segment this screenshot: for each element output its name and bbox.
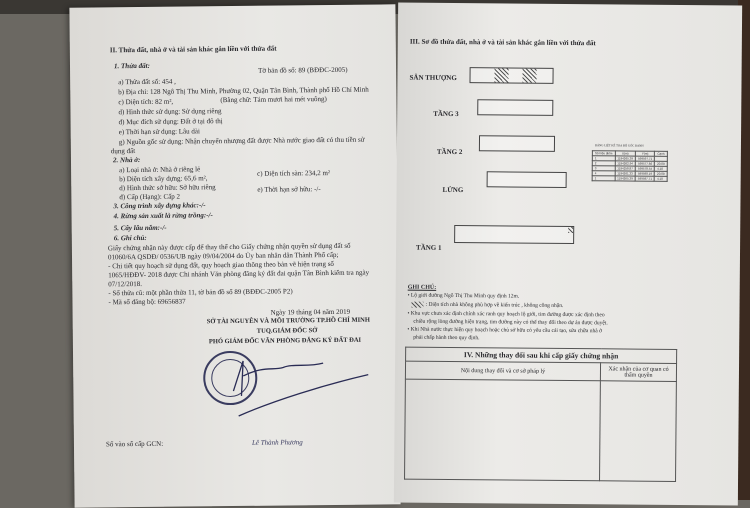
roof-plan — [469, 67, 554, 84]
legend-line: chiều rộng lòng đường hiện trạng, tim đư… — [413, 318, 608, 327]
coord-cell: 1194262.94 — [614, 160, 636, 167]
land-a: a) Thửa đất số: 454 , — [118, 77, 176, 87]
floor-1-plan — [454, 225, 575, 245]
floor-label-3: TẦNG 3 — [433, 109, 459, 119]
legend-line: : Diện tích nhà không phù hợp về kiến tr… — [425, 301, 564, 309]
section-title: III. Sơ đồ thửa đất, nhà ở và tài sản kh… — [409, 37, 596, 48]
issuer-line: TUQ.GIÁM ĐỐC SỞ — [256, 327, 318, 335]
floor-label-mezzanine: LỬNG — [442, 185, 464, 195]
house-d: d) Hình thức sở hữu: Sở hữu riêng — [119, 183, 216, 193]
coord-cell: 4.10 — [654, 176, 668, 182]
coord-cell: 599578.54 — [635, 166, 655, 172]
coord-cell: 1 — [592, 175, 615, 181]
house-b: b) Diện tích xây dựng: 65,6 m², — [119, 174, 208, 184]
hatch-legend-icon — [411, 301, 424, 308]
note-line: 07/12/2018. — [108, 279, 142, 289]
coord-table-title: BẢNG LIỆT KÊ TỌA ĐỘ GÓC RANH — [594, 143, 644, 148]
issue-date: Ngày 19 tháng 04 năm 2019 — [270, 307, 351, 317]
land-heading: 1. Thửa đất: — [113, 61, 150, 71]
legend-line: phải chấp hành theo quy định. — [413, 334, 480, 342]
legend-heading: GHI CHÚ: — [407, 284, 437, 291]
floor-label-roof: SÂN THƯỢNG — [409, 73, 457, 83]
coord-cell: 1194265.39 — [614, 175, 636, 182]
land-c-words: (Bằng chữ: Tám mươi hai mét vuông) — [220, 95, 327, 105]
coord-cell: 1194261.33 — [614, 170, 636, 177]
mezzanine-plan — [486, 171, 567, 188]
house-f: đ) Cấp (Hạng): Cấp 2 — [119, 192, 181, 202]
coord-cell: 599597.71 — [635, 156, 655, 162]
note-line: - Số thửa cũ: một phần thửa 11, tờ bản đ… — [108, 287, 293, 298]
coord-header: Số hiệu điểm — [592, 150, 615, 156]
section-title: II. Thửa đất, nhà ở và tài sản khác gắn … — [109, 44, 277, 55]
certificate-left-page: II. Thửa đất, nhà ở và tài sản khác gắn … — [69, 4, 401, 508]
coord-cell: 599598.19 — [635, 171, 655, 177]
changes-cell — [404, 379, 601, 481]
legend-line: • Khu vực chưa xác định chính xác ranh q… — [407, 310, 605, 319]
house-heading: 2. Nhà ở: — [112, 155, 141, 165]
perennial-trees: 5. Cây lâu năm:-/- — [113, 223, 167, 233]
floor-3-plan — [477, 99, 554, 116]
coord-cell: 599577.66 — [635, 161, 655, 167]
land-dd: đ) Mục đích sử dụng: Đất ở tại đô thị — [118, 117, 223, 127]
land-b: b) Địa chỉ: 128 Ngô Thị Thu Minh, Phường… — [118, 85, 369, 97]
house-e: e) Thời hạn sở hữu: -/- — [257, 185, 321, 194]
floor-label-1: TẦNG 1 — [416, 243, 442, 252]
land-d: d) Hình thức sử dụng: Sử dụng riêng — [118, 107, 222, 117]
changes-table: IV. Những thay đổi sau khi cấp giấy chứn… — [404, 347, 677, 482]
forest: 4. Rừng sản xuất là rừng trồng:-/- — [113, 211, 213, 221]
map-sheet: Tờ bản đồ số: 89 (BĐĐC-2005) — [258, 65, 348, 75]
note-line: - Mã số đăng bộ: 69656837 — [108, 297, 186, 307]
changes-col-content: Nội dung thay đổi và cơ sở pháp lý — [405, 361, 601, 381]
changes-col-confirm: Xác nhận của cơ quan có thẩm quyền — [600, 362, 677, 382]
floor-2-plan — [478, 135, 556, 152]
floor-label-2: TẦNG 2 — [436, 147, 463, 157]
land-g: g) Nguồn gốc sử dụng: Nhận chuyển nhượng… — [118, 135, 365, 147]
land-c: c) Diện tích: 82 m², — [118, 97, 174, 107]
coord-cell: 599597.71 — [635, 176, 655, 182]
land-g2: dụng đất — [110, 147, 136, 156]
house-c: c) Diện tích sàn: 234,2 m² — [257, 169, 331, 178]
land-e: e) Thời hạn sử dụng: Lâu dài — [118, 127, 200, 137]
changes-cell — [599, 380, 677, 482]
other-works: 3. Công trình xây dựng khác:-/- — [113, 201, 206, 211]
coord-cell: 1194258.87 — [614, 165, 636, 172]
legend-line: • Lộ giới đường Ngô Thị Thu Minh quy địn… — [407, 292, 520, 300]
legend-line: • Khi Nhà nước thực hiện quy hoạch hoặc … — [407, 326, 602, 335]
house-a: a) Loại nhà ở: Nhà ở riêng lẻ — [119, 165, 201, 175]
certificate-right-page: III. Sơ đồ thửa đất, nhà ở và tài sản kh… — [393, 2, 743, 506]
register-number-label: Số vào sổ cấp GCN: — [105, 439, 164, 449]
signer-name: Lê Thành Phương — [251, 438, 303, 447]
notes-heading: 6. Ghi chú: — [113, 233, 147, 243]
note-line: 1065/HĐĐV- 2018 được Chi nhánh Văn phòng… — [108, 268, 370, 280]
signature — [232, 360, 369, 417]
coord-cell: 1194265.39 — [614, 155, 636, 162]
issuer-line: SỞ TÀI NGUYÊN VÀ MÔI TRƯỜNG TP.HỒ CHÍ MI… — [206, 316, 370, 326]
